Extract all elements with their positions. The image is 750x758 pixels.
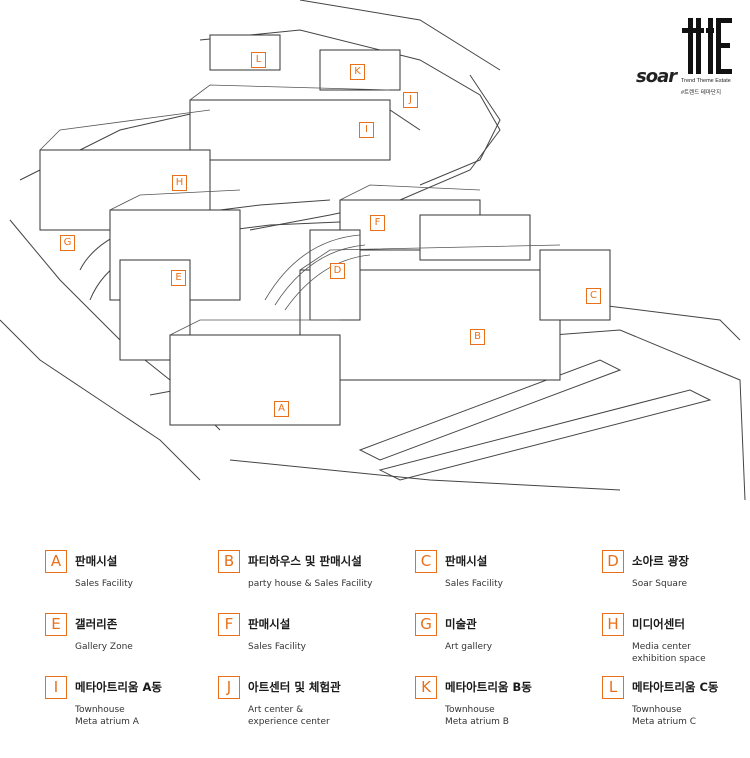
legend-item-b: B 파티하우스 및 판매시설 party house & Sales Facil… xyxy=(218,550,398,610)
map-pin-c: C xyxy=(586,288,601,304)
legend-title-en: Gallery Zone xyxy=(75,642,133,652)
logo-wordmark: soar xyxy=(636,66,677,87)
legend-item-l: L 메타아트리움 C동 Townhouse Meta atrium C xyxy=(602,676,750,736)
legend-title-en: Sales Facility xyxy=(248,642,306,652)
legend-title-en: Townhouse Meta atrium B xyxy=(445,705,509,727)
legend-title-en: Soar Square xyxy=(632,579,687,589)
legend-title-en: Sales Facility xyxy=(445,579,503,589)
map-pin-h: H xyxy=(172,175,187,191)
legend-title-ko: 미술관 xyxy=(445,617,477,631)
legend-item-k: K 메타아트리움 B동 Townhouse Meta atrium B xyxy=(415,676,595,736)
legend-title-ko: 판매시설 xyxy=(248,617,291,631)
legend-title-ko: 판매시설 xyxy=(75,554,118,568)
logo-tagline-en: Trend Theme Estate xyxy=(681,78,731,84)
legend-letter: L xyxy=(602,676,624,699)
legend-title-en: Media center exhibition space xyxy=(632,642,706,664)
map-pin-i: I xyxy=(359,122,374,138)
map-pin-j: J xyxy=(403,92,418,108)
map-pin-a: A xyxy=(274,401,289,417)
map-pin-g: G xyxy=(60,235,75,251)
legend-title-ko: 메타아트리움 B동 xyxy=(445,680,532,694)
legend-item-e: E 갤러리존 Gallery Zone xyxy=(45,613,225,673)
legend-item-f: F 판매시설 Sales Facility xyxy=(218,613,398,673)
legend-letter: A xyxy=(45,550,67,573)
legend-title-en: Art center & experience center xyxy=(248,705,330,727)
legend-title-ko: 파티하우스 및 판매시설 xyxy=(248,554,362,568)
legend-title-ko: 아트센터 및 체험관 xyxy=(248,680,341,694)
legend-title-ko: 미디어센터 xyxy=(632,617,685,631)
map-pin-l: L xyxy=(251,52,266,68)
legend-letter: C xyxy=(415,550,437,573)
legend-title-ko: 소아르 광장 xyxy=(632,554,689,568)
map-pin-f: F xyxy=(370,215,385,231)
legend-title-ko: 판매시설 xyxy=(445,554,488,568)
legend-letter: B xyxy=(218,550,240,573)
site-map-drawing xyxy=(0,0,746,501)
legend-title-en: Townhouse Meta atrium A xyxy=(75,705,139,727)
map-pin-e: E xyxy=(171,270,186,286)
legend-letter: H xyxy=(602,613,624,636)
legend-item-j: J 아트센터 및 체험관 Art center & experience cen… xyxy=(218,676,398,736)
legend-item-c: C 판매시설 Sales Facility xyxy=(415,550,595,610)
legend-title-en: Art gallery xyxy=(445,642,493,652)
map-legend: A 판매시설 Sales Facility B 파티하우스 및 판매시설 par… xyxy=(0,545,750,735)
legend-title-ko: 메타아트리움 C동 xyxy=(632,680,719,694)
map-pin-b: B xyxy=(470,329,485,345)
legend-letter: E xyxy=(45,613,67,636)
map-pin-d: D xyxy=(330,263,345,279)
legend-title-en: party house & Sales Facility xyxy=(248,579,373,589)
legend-letter: J xyxy=(218,676,240,699)
site-map: L K J I H G F E D C B A xyxy=(0,0,746,501)
legend-letter: G xyxy=(415,613,437,636)
legend-item-g: G 미술관 Art gallery xyxy=(415,613,595,673)
legend-title-ko: 메타아트리움 A동 xyxy=(75,680,162,694)
legend-title-en: Townhouse Meta atrium C xyxy=(632,705,697,727)
legend-letter: I xyxy=(45,676,67,699)
logo-tagline-ko: #트렌드 테마단지 xyxy=(681,90,722,96)
logo-mark-icon xyxy=(682,18,732,74)
legend-title-ko: 갤러리존 xyxy=(75,617,118,631)
legend-letter: F xyxy=(218,613,240,636)
legend-item-h: H 미디어센터 Media center exhibition space xyxy=(602,613,750,673)
legend-item-a: A 판매시설 Sales Facility xyxy=(45,550,225,610)
legend-letter: K xyxy=(415,676,437,699)
legend-item-d: D 소아르 광장 Soar Square xyxy=(602,550,750,610)
legend-title-en: Sales Facility xyxy=(75,579,133,589)
legend-item-i: I 메타아트리움 A동 Townhouse Meta atrium A xyxy=(45,676,225,736)
map-pin-k: K xyxy=(350,64,365,80)
legend-letter: D xyxy=(602,550,624,573)
brand-logo: soar Trend Theme Estate #트렌드 테마단지 xyxy=(636,14,736,104)
